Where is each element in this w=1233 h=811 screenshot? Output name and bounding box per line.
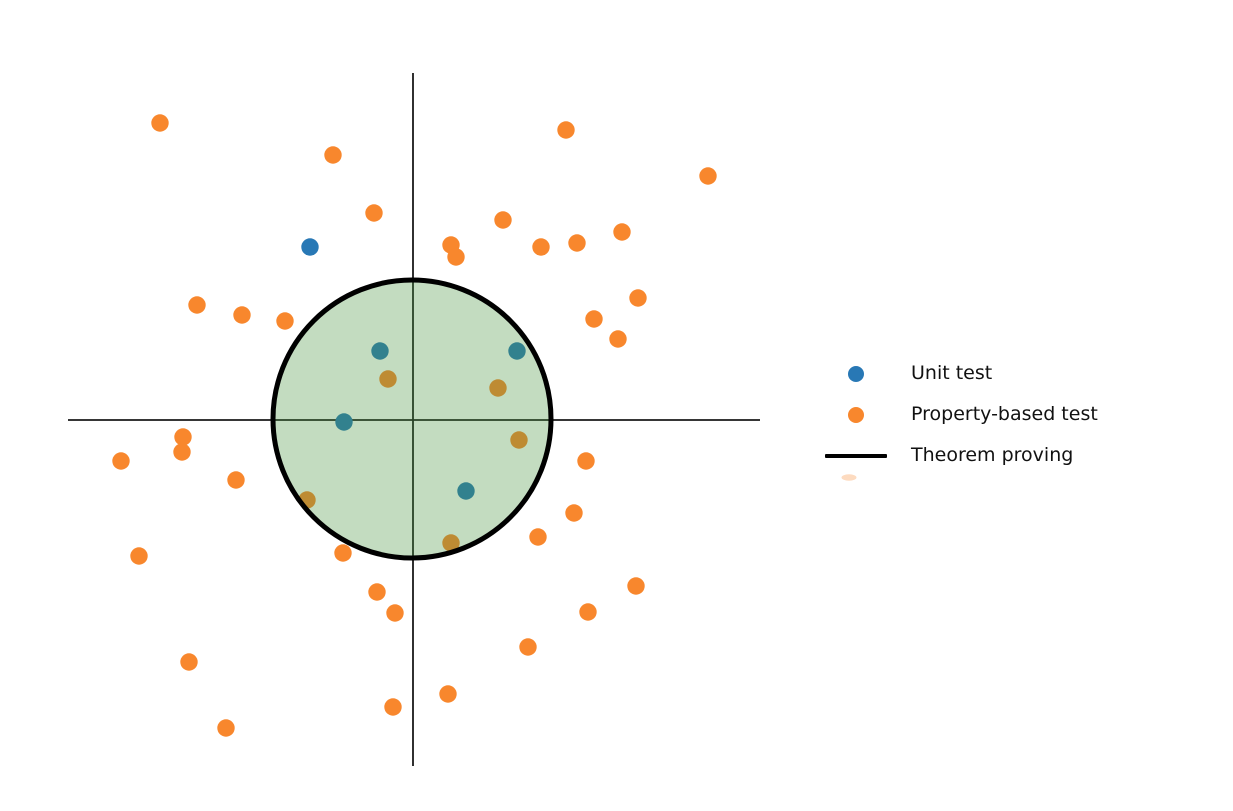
partial-legend-marker	[841, 474, 857, 481]
property-based-test-point	[368, 583, 386, 601]
legend-item-theorem-proving: Theorem proving	[824, 435, 1098, 476]
property-based-test-point	[494, 211, 512, 229]
legend: Unit test Property-based test Theorem pr…	[824, 353, 1098, 476]
property-based-test-point	[439, 685, 457, 703]
legend-item-unit-test: Unit test	[824, 353, 1098, 394]
legend-marker-box	[824, 365, 888, 382]
property-based-test-point	[173, 443, 191, 461]
property-based-test-point	[532, 238, 550, 256]
property-based-test-point	[510, 431, 528, 449]
legend-label-property-based-test: Property-based test	[911, 403, 1098, 425]
property-based-test-point	[217, 719, 235, 737]
property-based-test-point	[384, 698, 402, 716]
property-based-test-point	[568, 234, 586, 252]
unit-test-point	[508, 342, 526, 360]
property-based-test-point	[151, 114, 169, 132]
property-based-test-point	[188, 296, 206, 314]
theorem-proving-circle	[270, 277, 554, 561]
property-based-test-point	[379, 370, 397, 388]
legend-marker-box	[824, 406, 888, 423]
unit-test-dot-icon	[848, 365, 864, 382]
theorem-proving-fill	[273, 280, 551, 558]
property-based-test-point	[180, 653, 198, 671]
property-based-test-point	[442, 534, 460, 552]
property-based-test-point	[447, 248, 465, 266]
property-based-test-point	[519, 638, 537, 656]
property-based-test-point	[130, 547, 148, 565]
property-based-test-point	[489, 379, 507, 397]
property-based-test-point	[609, 330, 627, 348]
property-based-test-point	[276, 312, 294, 330]
property-based-test-point	[334, 544, 352, 562]
unit-test-point	[301, 238, 319, 256]
property-based-test-point	[585, 310, 603, 328]
legend-label-unit-test: Unit test	[911, 362, 993, 384]
unit-test-point	[335, 413, 353, 431]
legend-marker-box	[824, 453, 888, 458]
legend-item-property-based-test: Property-based test	[824, 394, 1098, 435]
property-based-test-point	[365, 204, 383, 222]
legend-label-theorem-proving: Theorem proving	[911, 444, 1074, 466]
property-based-test-point	[565, 504, 583, 522]
property-based-test-point	[557, 121, 575, 139]
property-based-test-point	[112, 452, 130, 470]
property-based-test-point	[629, 289, 647, 307]
unit-test-point	[371, 342, 389, 360]
property-based-test-point	[613, 223, 631, 241]
theorem-proving-line-icon	[825, 453, 887, 458]
property-based-test-point	[579, 603, 597, 621]
property-based-test-point	[174, 428, 192, 446]
property-based-test-point	[577, 452, 595, 470]
property-based-test-point	[627, 577, 645, 595]
unit-test-point	[457, 482, 475, 500]
property-based-test-point	[324, 146, 342, 164]
property-based-test-point	[529, 528, 547, 546]
property-based-test-point	[227, 471, 245, 489]
property-based-test-point	[699, 167, 717, 185]
property-based-test-point	[233, 306, 251, 324]
property-based-test-point	[386, 604, 404, 622]
property-based-test-dot-icon	[848, 406, 864, 423]
